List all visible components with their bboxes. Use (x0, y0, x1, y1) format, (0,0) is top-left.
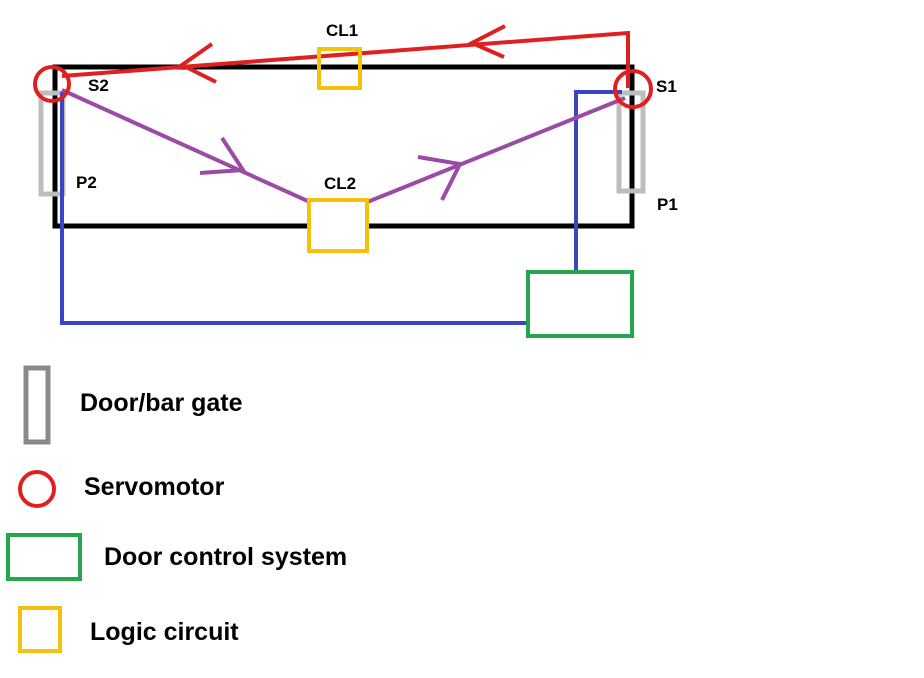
servo-link-arrow-1 (467, 24, 506, 59)
label-s2: S2 (88, 76, 109, 95)
signal-path-arrow-right (417, 155, 463, 201)
legend-door-control-label: Door control system (104, 543, 348, 571)
door-gate-p1 (616, 90, 646, 194)
door-control-system-icon (6, 533, 82, 581)
logic-circuit-icon (18, 606, 62, 653)
servomotor-s2 (33, 65, 71, 103)
control-wire-s1 (574, 90, 622, 271)
legend-door-gate-label: Door/bar gate (80, 389, 243, 417)
label-p1: P1 (657, 195, 678, 214)
legend-logic-circuit-label: Logic circuit (90, 618, 239, 646)
door-gate-icon (23, 365, 51, 445)
servo-link-arrow-2 (178, 42, 217, 84)
servo-link-line (61, 30, 630, 88)
label-cl1: CL1 (326, 21, 359, 40)
signal-path-arrow-left (199, 136, 247, 175)
door-gate-p2 (38, 90, 66, 197)
servomotor-s1 (613, 69, 653, 109)
control-wire-s2 (60, 92, 528, 325)
label-p2: P2 (76, 173, 97, 192)
logic-circuit-cl1 (317, 47, 362, 90)
legend-servomotor-label: Servomotor (84, 473, 225, 501)
logic-circuit-cl2 (307, 198, 369, 253)
label-cl2: CL2 (324, 174, 357, 193)
servomotor-icon (18, 470, 56, 508)
door-control-system-box (526, 270, 634, 338)
label-s1: S1 (656, 77, 677, 96)
